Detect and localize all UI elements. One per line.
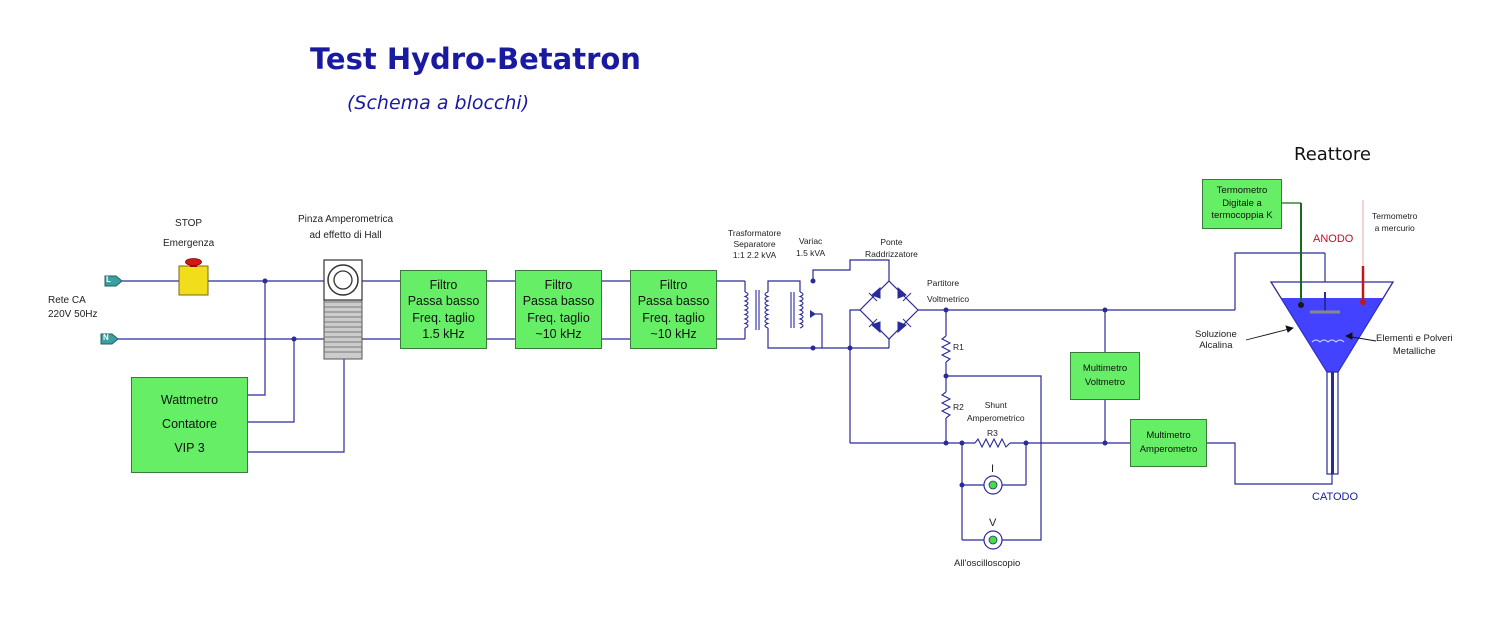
terminal-n-icon — [100, 333, 119, 345]
variac-wiper-icon — [810, 310, 816, 318]
wattmeter-box: Wattmetro Contatore VIP 3 — [131, 377, 248, 473]
wires — [118, 252, 1333, 541]
reactor-vessel — [1269, 200, 1395, 475]
bridge-diodes — [868, 286, 912, 334]
r2-label: R2 — [953, 402, 964, 412]
terminal-l-icon — [104, 275, 123, 287]
solution-label: Soluzione Alcalina — [1195, 329, 1237, 352]
hall-clamp-icon — [323, 259, 363, 360]
transformer-coils — [743, 290, 804, 330]
reactor-heading: Reattore — [1294, 144, 1372, 165]
filter-box-3: Filtro Passa basso Freq. taglio ~10 kHz — [630, 270, 717, 349]
page-title: Test Hydro-Betatron — [310, 42, 641, 76]
clamp-label: Pinza Amperometrica ad effetto di Hall — [298, 214, 394, 241]
terminal-l-label: L — [106, 275, 111, 284]
bridge-label: Ponte Raddrizzatore — [865, 237, 918, 259]
meter-v-icon — [983, 530, 1003, 550]
cathode-label: CATODO — [1312, 491, 1359, 503]
terminal-n-label: N — [103, 333, 109, 342]
r1-label: R1 — [953, 342, 964, 352]
pointer-arrows — [1245, 325, 1377, 342]
variac-label: Variac 1.5 kVA — [796, 236, 826, 258]
filter-box-1: Filtro Passa basso Freq. taglio 1.5 kHz — [400, 270, 487, 349]
transformer-label: Trasformatore Separatore 1:1 2.2 kVA — [728, 228, 782, 261]
page-subtitle: (Schema a blocchi) — [347, 92, 530, 114]
shunt-label: Shunt Amperometrico — [967, 400, 1025, 423]
r3-label: R3 — [987, 428, 998, 438]
filter-box-2: Filtro Passa basso Freq. taglio ~10 kHz — [515, 270, 602, 349]
anode-label: ANODO — [1313, 233, 1354, 245]
thermocouple-box: Termometro Digitale a termocoppia K — [1202, 179, 1282, 229]
meter-i-icon — [983, 475, 1003, 495]
oscilloscope-label: All'oscilloscopio — [954, 558, 1021, 569]
junction-dots — [262, 278, 1108, 488]
divider-label: Partitore Voltmetrico — [927, 278, 970, 305]
elements-label: Elementi e Polveri Metalliche — [1376, 333, 1453, 357]
mains-label: Rete CA 220V 50Hz — [48, 295, 98, 320]
resistors — [940, 335, 1011, 449]
meter-i-label: I — [991, 463, 995, 475]
stop-label: STOP Emergenza — [163, 218, 215, 249]
ammeter-box: Multimetro Amperometro — [1130, 419, 1207, 467]
meter-v-label: V — [989, 517, 997, 529]
stop-button-icon — [178, 258, 209, 296]
mercury-thermometer-label: Termometro a mercurio — [1372, 211, 1418, 234]
voltmeter-box: Multimetro Voltmetro — [1070, 352, 1140, 400]
